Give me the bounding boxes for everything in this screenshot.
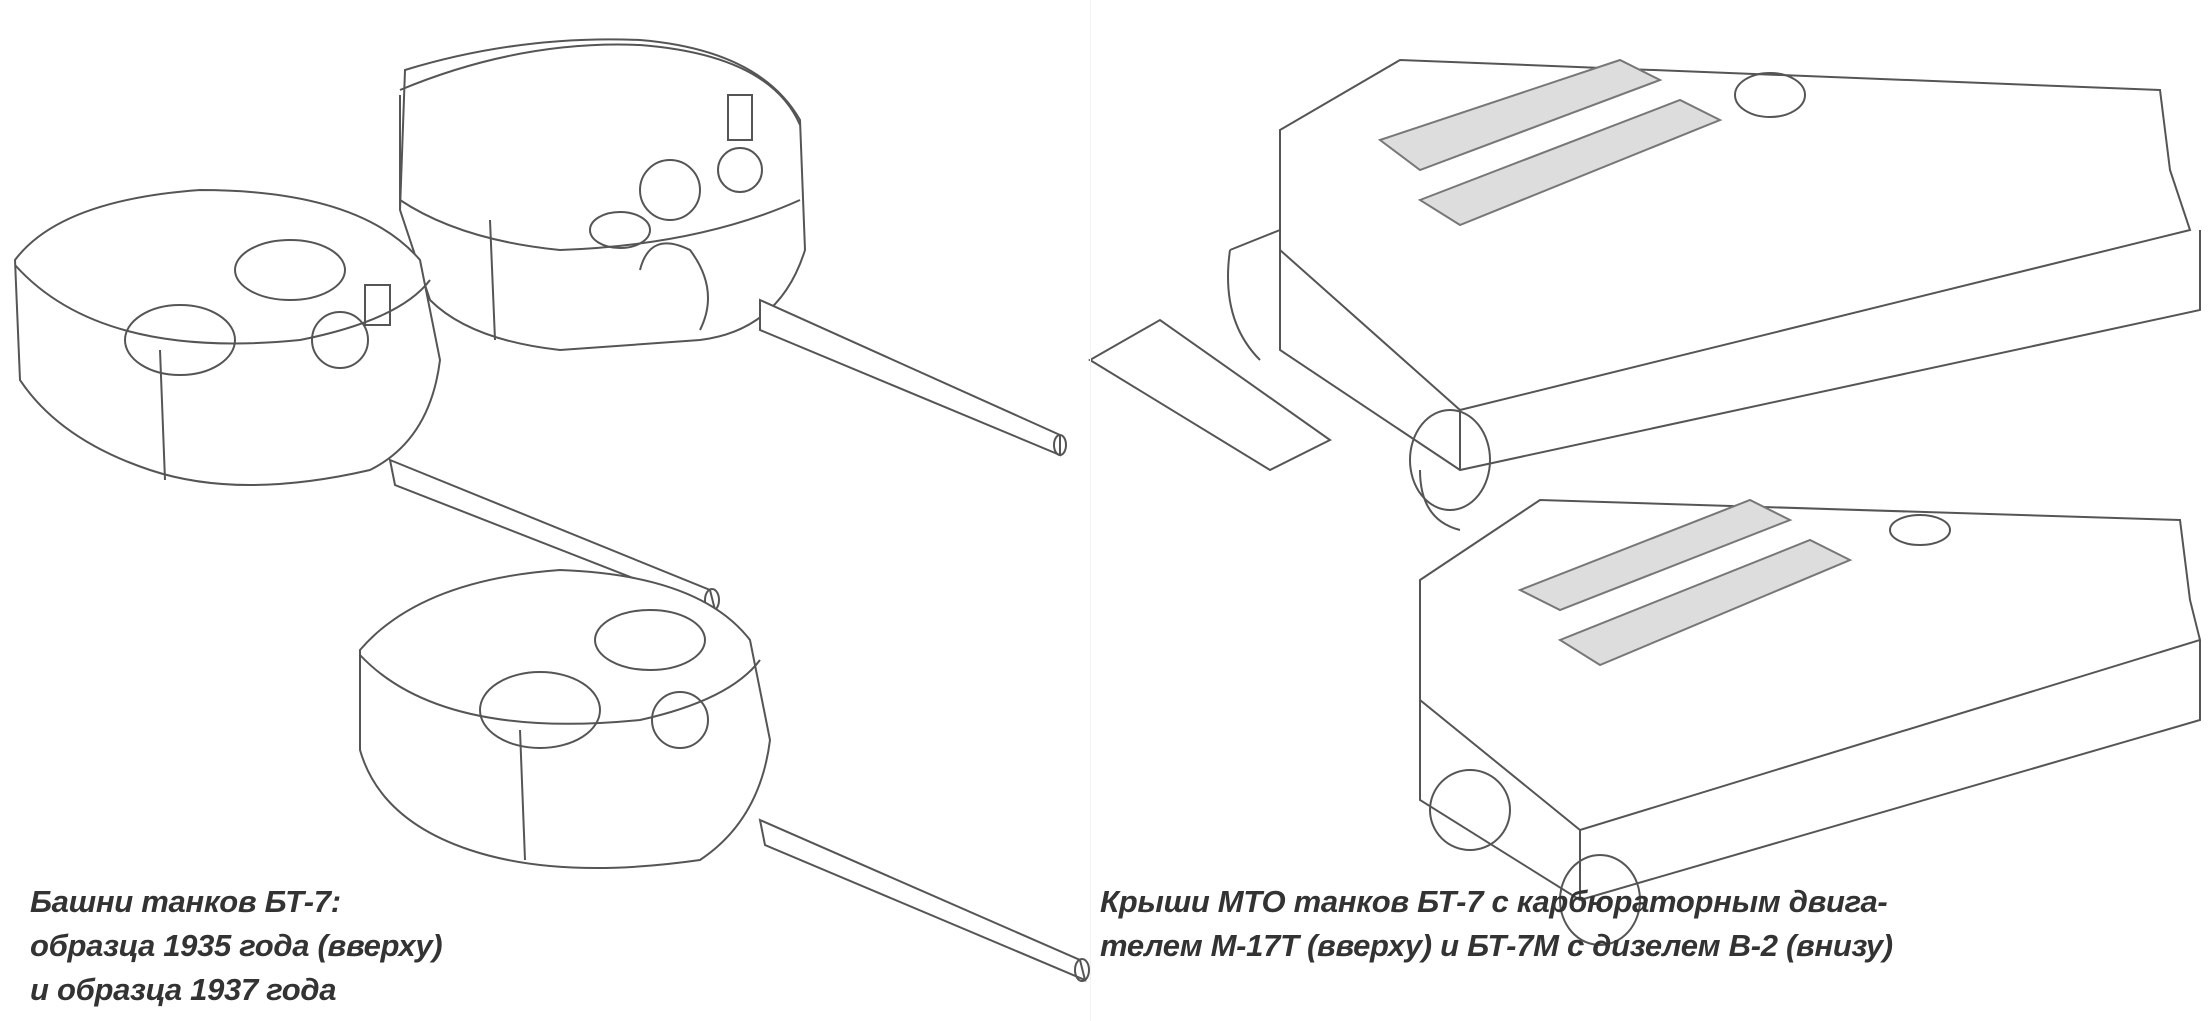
turret-1935-drawing	[398, 38, 1067, 457]
turret-1937-bottom-drawing	[359, 568, 1090, 982]
caption-line: образца 1935 года (вверху)	[30, 928, 443, 963]
turret-1937-left-drawing	[13, 188, 720, 612]
caption-line: Башни танков БТ-7:	[30, 884, 341, 919]
caption-line: и образца 1937 года	[30, 972, 337, 1007]
engine-deck-bt7-drawing	[1088, 58, 2201, 531]
removed-panel-drawing	[1088, 318, 1332, 472]
caption-engine-decks: Крыши МТО танков БТ-7 с карбюраторным дв…	[1100, 880, 1893, 968]
engine-deck-bt7m-drawing	[1419, 498, 2202, 946]
caption-turrets: Башни танков БТ-7: образца 1935 года (вв…	[30, 880, 443, 1012]
caption-line: телем М-17Т (вверху) и БТ-7М с дизелем В…	[1100, 928, 1893, 963]
caption-line: Крыши МТО танков БТ-7 с карбюраторным дв…	[1100, 884, 1888, 919]
column-divider	[1090, 0, 1091, 1021]
